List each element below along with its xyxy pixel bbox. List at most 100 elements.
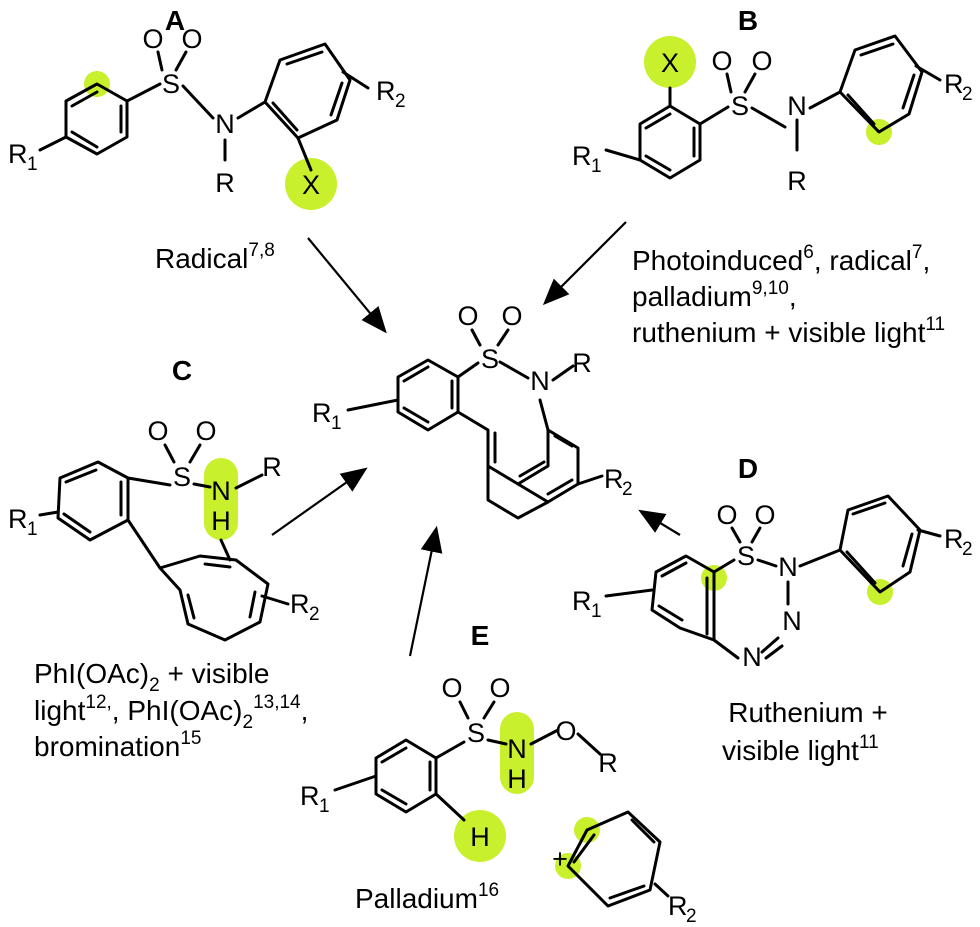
bond-N-R-P [551,364,575,382]
conditions-C-line1: PhI(OAc)2 + visible [34,658,269,696]
ring-aryne-E-inner [572,818,656,900]
bond-S-ring-D [712,558,736,574]
structure-product: O O S N R R 2 R 1 [312,301,633,520]
conditions-E: Palladium16 [355,880,499,914]
ring-right-C [158,554,270,642]
ring-right-P-a [456,398,550,486]
atom-R2-A: R [376,76,396,106]
atom-O2-D: O [754,500,775,530]
ring-right-P-inner-a [493,431,546,478]
bond-S-N-A [181,84,215,120]
bond-O-R-E [576,732,602,756]
conditions-D-line2: visible light11 [722,732,879,766]
atom-R2-sub-C: 2 [309,604,320,625]
atom-O2-A: O [181,24,202,54]
atom-O1-E: O [441,673,462,703]
highlight-NH-C [204,458,238,540]
atom-R1-P: R [312,398,332,428]
label-D: D [738,453,758,484]
atom-O3-E: O [555,716,576,746]
bond-R2-D [916,528,942,538]
atom-R2-sub-P: 2 [622,479,633,500]
atom-O1-A: O [142,24,163,54]
arrow-E-to-product [408,525,443,657]
structure-D: D O O S N N N R 2 R 1 Ruthenium + visibl… [572,453,973,766]
bond-S-N-C [192,482,212,489]
atom-N-A: N [215,109,235,139]
bond-R1-A [38,135,68,152]
atom-N-E: N [507,734,527,764]
bonds-SO-B [725,72,757,94]
ring-left-D-inner [657,561,709,636]
atom-H-E: H [507,764,527,794]
bonds-SO-C [163,443,202,464]
atom-S-A: S [162,69,180,99]
arrow-C-to-product [271,467,368,536]
atom-H-C: H [211,506,231,536]
atom-R2-C: R [290,589,310,619]
bond-ring-S-A [125,82,162,103]
bond-S-N-B [750,106,787,129]
ring-left-C-inner [62,468,123,534]
atom-N2-D: N [782,606,802,636]
atom-R1-sub-E: 1 [319,796,330,817]
bond-S-N-P [498,360,530,380]
bond-R1-D [604,588,654,598]
atom-R1-E: R [300,781,320,811]
atom-R1-sub-A: 1 [27,154,38,175]
ring-aryne-E [566,810,662,908]
arrow-A-to-product [307,237,387,334]
bond-S-ring-P [456,361,480,379]
atom-R2-sub-A: 2 [395,91,406,112]
ring-right-A-inner [271,50,344,132]
atom-S-E: S [467,718,485,748]
label-B: B [738,5,758,36]
atom-R1-A: R [8,139,28,169]
ring-left-P-inner [402,365,454,424]
ring-left-P [396,358,460,432]
bond-R1-C [38,510,60,517]
atom-O2-B: O [751,46,772,76]
ring-left-A-inner [70,90,123,149]
bond-R1-B [604,148,642,162]
bond-N-ring-A [236,100,267,120]
atom-S-B: S [731,91,749,121]
bond-R1-P [346,398,400,412]
bond-ring-H-E [434,792,466,822]
bond-N-O-E [529,728,560,746]
bond-R2-P [576,474,604,486]
bond-R1-E [333,774,378,792]
label-C: C [172,355,192,386]
bond-S-N-D [756,558,778,568]
atom-O1-C: O [147,416,168,446]
conditions-B-line3: ruthenium + visible light11 [632,314,945,348]
ring-left-E-inner [380,746,432,806]
atom-R1-sub-B: 1 [591,156,602,177]
conditions-C-line3: bromination15 [34,728,201,762]
highlight-X-B [644,36,696,88]
atom-R1-sub-D: 1 [591,601,602,622]
atom-R2-B: R [944,69,964,99]
arrow-B-to-product [542,221,627,306]
atom-S-P: S [481,344,499,374]
atom-O2-E: O [489,673,510,703]
atom-S-D: S [737,541,755,571]
bond-N3-ring-D [712,638,740,660]
ring-left-B-inner [644,112,696,172]
ring-right-P-inner-b [546,434,574,496]
atom-N3-D: N [742,642,762,672]
atom-O2-C: O [195,416,216,446]
atom-X-B: X [661,48,679,78]
bond-N-R-C [234,473,264,490]
highlight-NH-E [500,712,534,794]
bond-N-ring-B [808,90,842,110]
bond-S-ring-C [126,476,172,487]
atom-R2-E: R [668,891,688,921]
bond-H-ring-C [219,538,232,562]
highlight-H-E [454,810,506,862]
label-A: A [165,5,185,36]
atom-O1-P: O [457,301,478,331]
atom-R1-C: R [8,504,28,534]
bond-R2-B [914,64,942,82]
